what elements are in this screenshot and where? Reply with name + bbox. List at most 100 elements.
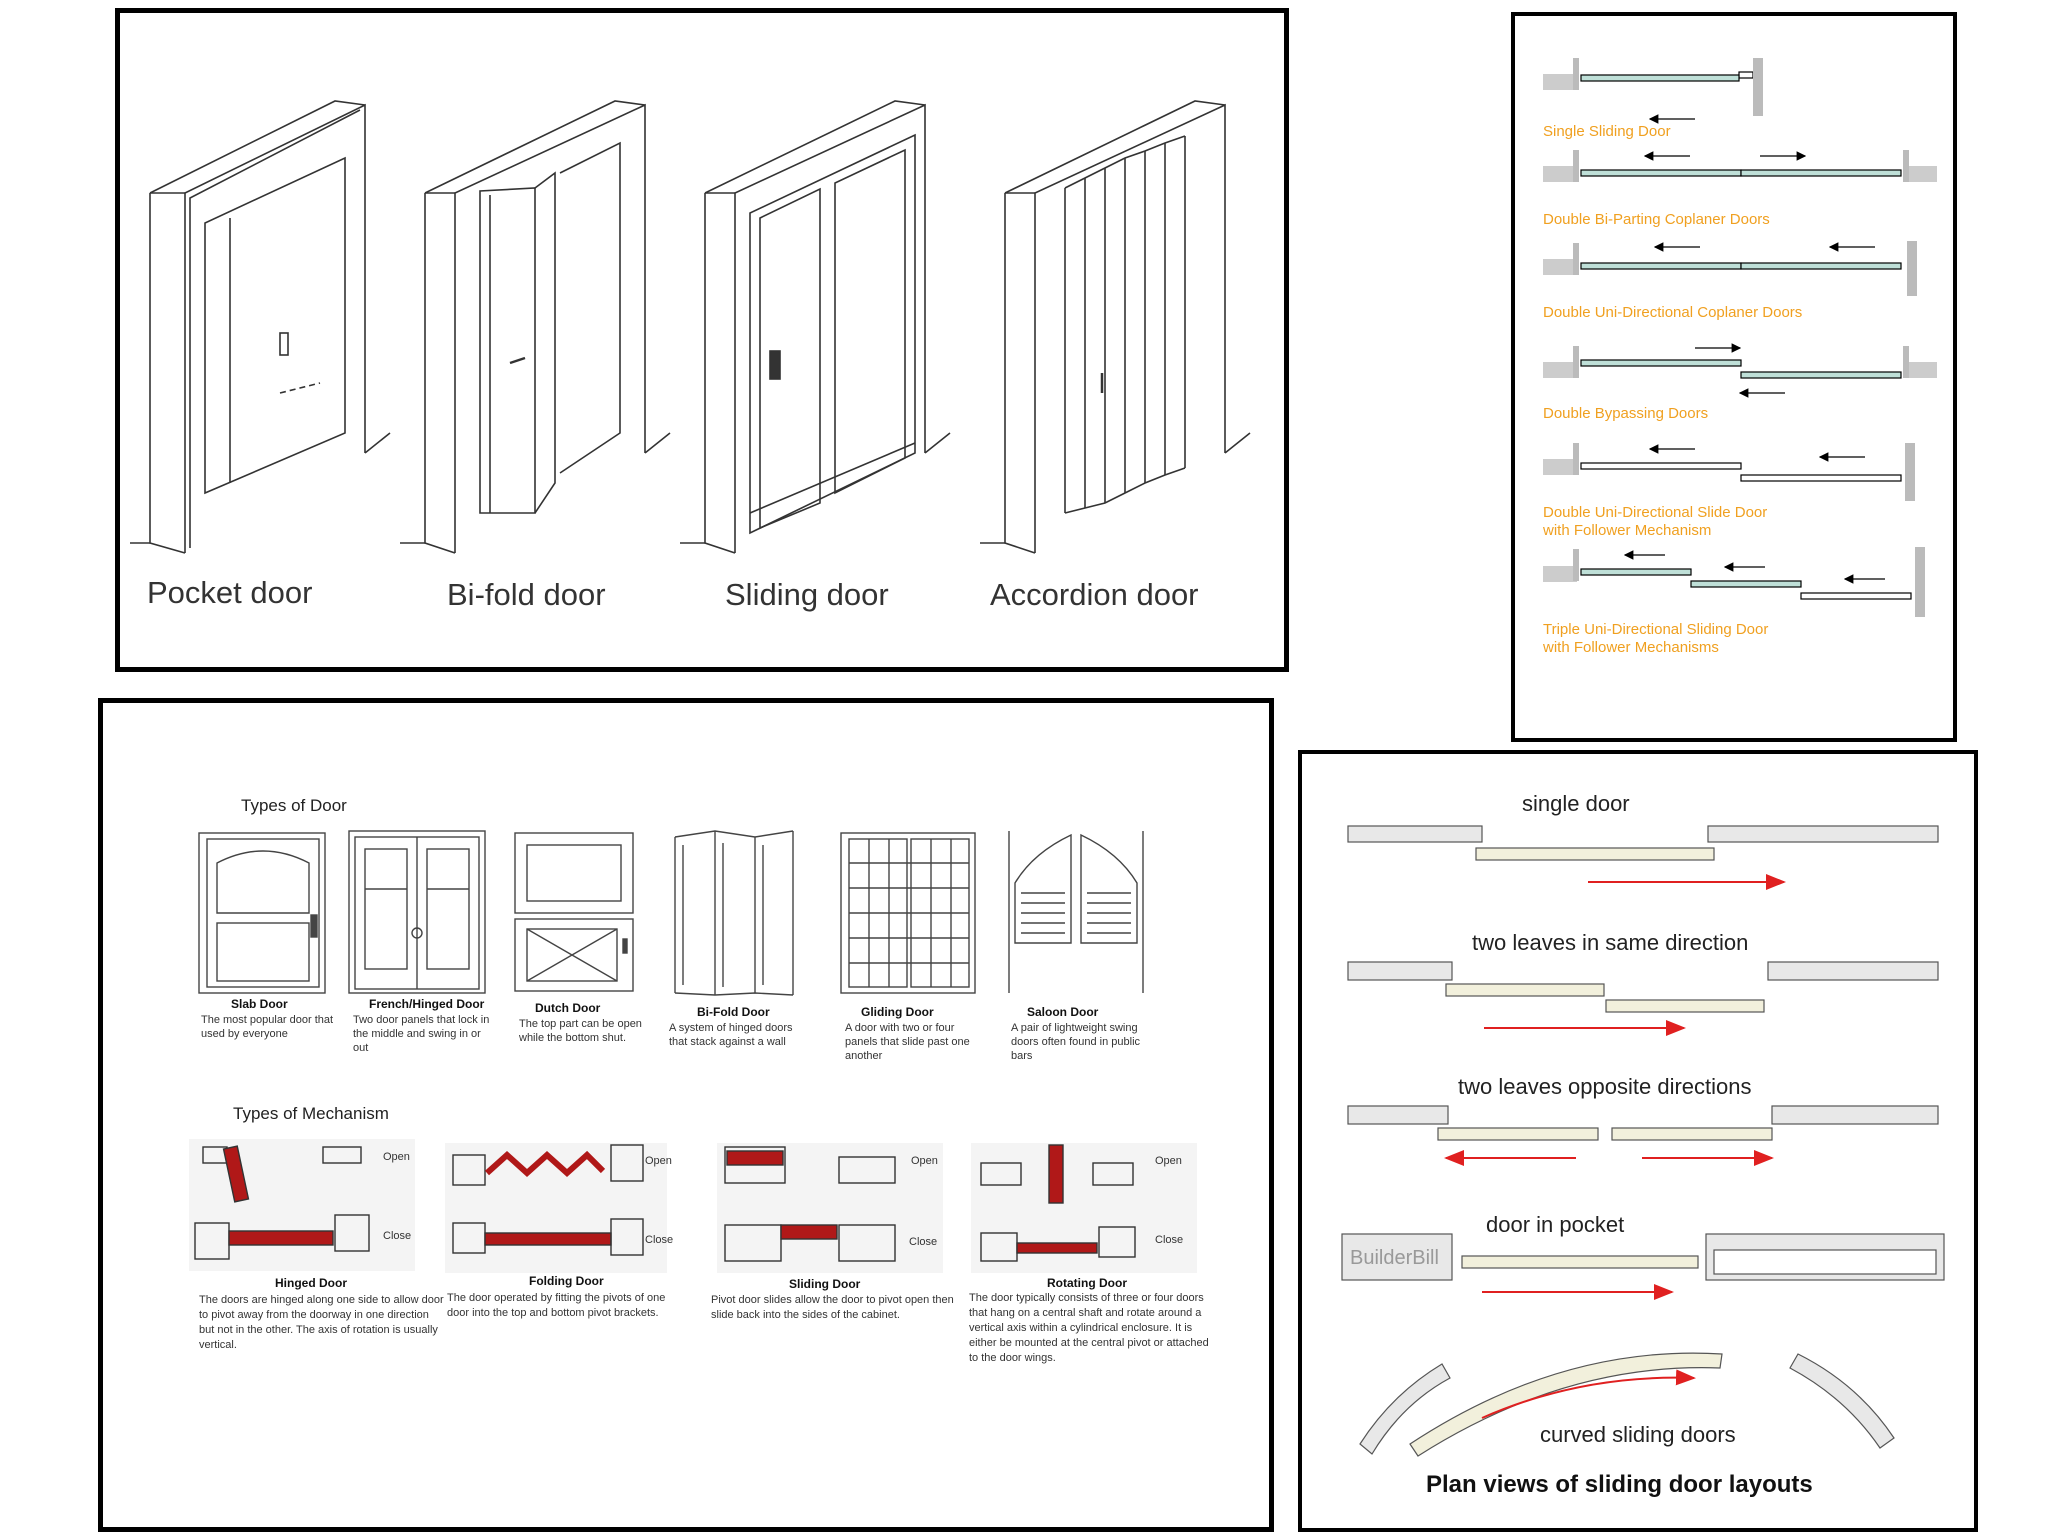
plan-view-diagrams: single door two leaves in same direction… [1341,791,1945,1498]
slab-door-desc-2: used by everyone [201,1028,288,1040]
rotating-desc-5: to the door wings. [969,1352,1056,1364]
single-sliding-door-label: Single Sliding Door [1543,123,1671,140]
door-types-mechanism-diagrams: Types of Door [189,796,1209,1364]
sliding-door-drawing [680,100,951,554]
double-uni-directional-follower-plan [1543,443,1915,501]
folding-desc-1: The door operated by fitting the pivots … [447,1292,665,1304]
rotating-desc-4: either be mounted at the central pivot o… [969,1337,1209,1349]
french-door-desc-3: out [353,1042,368,1054]
double-uni-directional-coplaner-label: Double Uni-Directional Coplaner Doors [1543,304,1802,321]
double-uni-directional-coplanar-plan [1543,241,1917,296]
hinged-door-name: Hinged Door [275,1276,347,1290]
double-bypassing-doors-plan [1543,343,1937,398]
dutch-door-name: Dutch Door [535,1001,601,1015]
curved-sliding-doors-plan [1359,1352,1895,1457]
saloon-door-drawing [1008,831,1144,993]
saloon-door-desc-1: A pair of lightweight swing [1011,1022,1138,1034]
curved-sliding-doors-label: curved sliding doors [1540,1422,1736,1447]
pocket-door-label: Pocket door [147,575,312,610]
gliding-door-desc-2: panels that slide past one [845,1036,970,1048]
rotating-door-name: Rotating Door [1047,1276,1127,1290]
hinged-desc-4: vertical. [199,1339,237,1351]
slab-door-desc-1: The most popular door that [201,1014,333,1026]
saloon-door-desc-2: doors often found in public [1011,1036,1141,1048]
door-types-perspective-panel: Pocket door Bi-fold door Sliding door Ac… [115,8,1289,672]
accordion-door-label: Accordion door [990,577,1199,612]
french-door-name: French/Hinged Door [369,997,485,1011]
rotating-desc-3: vertical axis within a cylindrical enclo… [969,1322,1193,1334]
rotating-desc-2: that hang on a central shaft and rotate … [969,1307,1202,1319]
gliding-door-name: Gliding Door [861,1005,934,1019]
two-leaves-same-label: two leaves in same direction [1472,930,1748,955]
double-bi-parting-doors-plan [1543,150,1937,182]
hinged-desc-3: but not in the other. The axis of rotati… [199,1324,438,1336]
french-door-desc-1: Two door panels that lock in [353,1014,489,1026]
hinged-close-label: Close [383,1230,411,1242]
single-door-label: single door [1522,791,1630,816]
rotating-desc-1: The door typically consists of three or … [969,1292,1204,1304]
builderbill-watermark: BuilderBill [1350,1247,1439,1269]
gliding-door-desc-3: another [845,1050,883,1062]
folding-door-name: Folding Door [529,1274,604,1288]
sliding-desc-1: Pivot door slides allow the door to pivo… [711,1294,954,1306]
rotating-close-label: Close [1155,1234,1183,1246]
bi-fold-door-type-drawing [674,830,794,996]
hinged-desc-1: The doors are hinged along one side to a… [199,1294,444,1306]
triple-uni-directional-label-2: with Follower Mechanisms [1542,639,1719,656]
saloon-door-desc-3: bars [1011,1050,1033,1062]
dutch-door-drawing [514,832,634,992]
two-leaves-opposite-directions-plan [1347,1105,1939,1166]
gliding-door-desc-1: A door with two or four [845,1022,955,1034]
door-types-and-mechanisms-panel: Types of Door [98,698,1274,1532]
french-door-desc-2: the middle and swing in or [353,1028,481,1040]
types-of-door-title: Types of Door [241,796,347,815]
saloon-door-name: Saloon Door [1027,1005,1099,1019]
door-perspective-drawings: Pocket door Bi-fold door Sliding door Ac… [130,100,1251,612]
hinged-mechanism-drawing [189,1139,415,1271]
dutch-door-desc-2: while the bottom shut. [518,1032,626,1044]
sliding-open-label: Open [911,1155,938,1167]
double-bypassing-label: Double Bypassing Doors [1543,405,1708,422]
sliding-close-label: Close [909,1236,937,1248]
gliding-door-drawing [840,832,976,994]
plan-views-footer: Plan views of sliding door layouts [1426,1471,1813,1498]
sliding-desc-2: slide back into the sides of the cabinet… [711,1309,900,1321]
sliding-door-configurations-panel: Single Sliding Door Double Bi-Parting Co… [1511,12,1957,742]
folding-open-label: Open [645,1155,672,1167]
dutch-door-desc-1: The top part can be open [519,1018,642,1030]
plan-views-panel: single door two leaves in same direction… [1298,750,1978,1532]
bi-fold-door-name: Bi-Fold Door [697,1005,770,1019]
sliding-mech-name: Sliding Door [789,1277,861,1291]
slab-door-name: Slab Door [231,997,288,1011]
hinged-desc-2: to pivot away from the doorway in one di… [199,1309,429,1321]
french-door-drawing [348,830,486,994]
folding-desc-2: door into the top and bottom pivot brack… [447,1307,659,1319]
single-sliding-door-plan [1543,58,1763,124]
sliding-mechanism-drawing [717,1143,943,1273]
hinged-open-label: Open [383,1151,410,1163]
double-uni-directional-slide-label-1: Double Uni-Directional Slide Door [1543,504,1767,521]
bi-fold-door-desc-2: that stack against a wall [669,1036,786,1048]
slab-door-drawing [198,832,326,994]
rotating-open-label: Open [1155,1155,1182,1167]
double-bi-parting-label: Double Bi-Parting Coplaner Doors [1543,211,1770,228]
door-in-pocket-label: door in pocket [1486,1212,1624,1237]
triple-uni-directional-label-1: Triple Uni-Directional Sliding Door [1543,621,1768,638]
folding-mechanism-drawing [445,1143,667,1273]
accordion-door-drawing [980,100,1251,554]
two-leaves-opposite-label: two leaves opposite directions [1458,1074,1752,1099]
sliding-door-label: Sliding door [725,577,889,612]
types-of-mechanism-title: Types of Mechanism [233,1104,389,1123]
bi-fold-door-label: Bi-fold door [447,577,606,612]
single-door-plan [1347,825,1939,890]
folding-close-label: Close [645,1234,673,1246]
double-uni-directional-slide-label-2: with Follower Mechanism [1542,522,1711,539]
triple-uni-directional-follower-plan [1543,547,1925,617]
bi-fold-door-drawing [400,100,671,554]
sliding-door-plan-diagrams: Single Sliding Door Double Bi-Parting Co… [1542,58,1937,656]
bi-fold-door-desc-1: A system of hinged doors [669,1022,793,1034]
two-leaves-same-direction-plan [1347,961,1939,1036]
rotating-mechanism-drawing [971,1143,1197,1273]
door-in-pocket-plan [1341,1233,1945,1300]
pocket-door-drawing [130,100,391,554]
